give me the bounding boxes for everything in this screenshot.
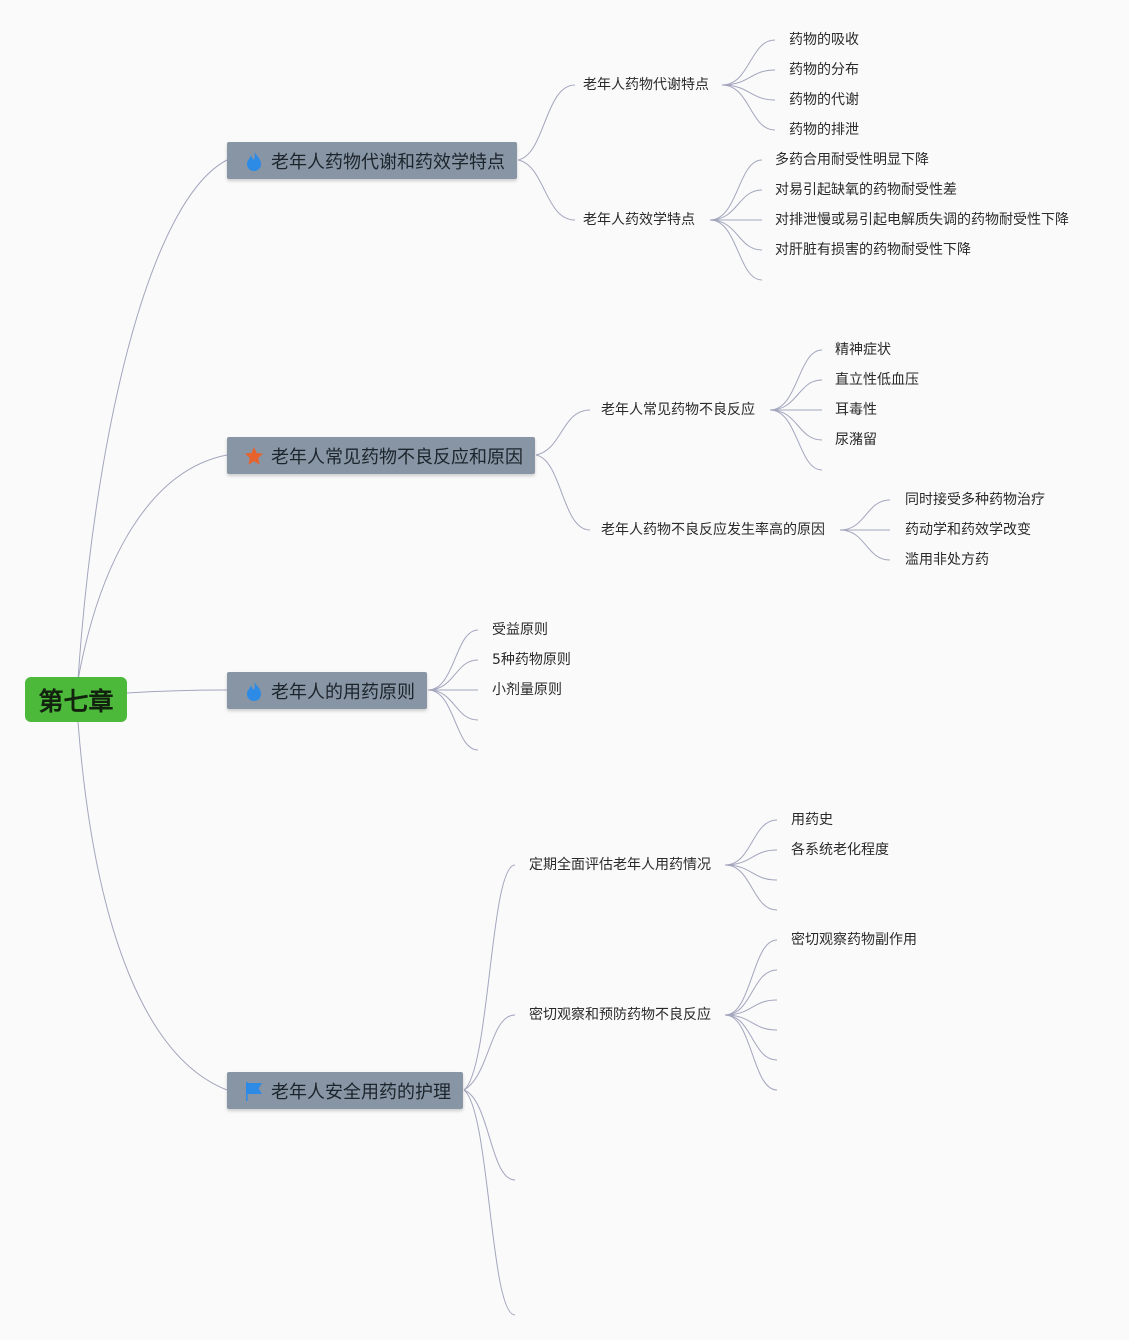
leaf-node[interactable]: 用药史 [791,812,833,828]
connector [724,819,778,866]
leaf-node[interactable]: 精神症状 [835,342,891,358]
connector [427,689,479,721]
connector [724,969,778,1016]
connector [77,159,228,681]
connector [709,219,763,251]
connector [77,721,228,1091]
connector [709,159,763,221]
root-node[interactable]: 第七章 [25,677,127,722]
connector [724,1014,778,1061]
leaf-node[interactable]: 同时接受多种药物治疗 [905,492,1045,508]
connector [724,1014,778,1031]
connector [463,1089,516,1316]
leaf-node[interactable]: 对易引起缺氧的药物耐受性差 [775,182,957,198]
leaf-node[interactable]: 各系统老化程度 [791,842,889,858]
connector [769,409,823,441]
connector [517,159,576,221]
branch-label: 老年人安全用药的护理 [271,1081,451,1103]
sub-node[interactable]: 老年人药物不良反应发生率高的原因 [601,522,825,538]
connector [463,864,516,1091]
leaf-node[interactable]: 密切观察药物副作用 [791,932,917,948]
leaf-node[interactable]: 药动学和药效学改变 [905,522,1031,538]
flag-icon [243,1080,265,1102]
connector [839,529,891,561]
connector [721,69,776,86]
connector [463,1089,516,1181]
leaf-node[interactable]: 直立性低血压 [835,372,919,388]
branch-node-safe-medication-care[interactable]: 老年人安全用药的护理 [227,1072,463,1109]
connector [463,1014,516,1091]
connector [724,864,778,911]
connector [721,84,776,131]
connector [724,939,778,1016]
flame-icon [243,680,265,702]
star-icon [243,445,265,467]
leaf-node[interactable]: 小剂量原则 [492,682,562,698]
connector [724,849,778,866]
connector [77,454,228,681]
leaf-node[interactable]: 耳毒性 [835,402,877,418]
sub-node[interactable]: 老年人常见药物不良反应 [601,402,755,418]
connector [535,409,591,456]
root-label: 第七章 [38,686,114,716]
connector [724,999,778,1016]
connector [427,659,479,691]
leaf-node[interactable]: 药物的吸收 [789,32,859,48]
leaf-node[interactable]: 5种药物原则 [492,652,571,668]
leaf-node[interactable]: 受益原则 [492,622,548,638]
leaf-node[interactable]: 多药合用耐受性明显下降 [775,152,929,168]
branch-label: 老年人药物代谢和药效学特点 [271,151,505,173]
connector [769,379,823,411]
branch-node-metabolism[interactable]: 老年人药物代谢和药效学特点 [227,142,517,179]
leaf-node[interactable]: 药物的代谢 [789,92,859,108]
connector [427,629,479,691]
leaf-node[interactable]: 对排泄慢或易引起电解质失调的药物耐受性下降 [775,212,1069,228]
leaf-node[interactable]: 药物的排泄 [789,122,859,138]
connector [535,454,591,531]
leaf-node[interactable]: 尿潴留 [835,432,877,448]
connector [769,349,823,411]
sub-node[interactable]: 密切观察和预防药物不良反应 [529,1007,711,1023]
connector [427,689,479,751]
sub-node[interactable]: 老年人药效学特点 [583,212,695,228]
leaf-node[interactable]: 对肝脏有损害的药物耐受性下降 [775,242,971,258]
connector [721,39,776,86]
branch-node-medication-principles[interactable]: 老年人的用药原则 [227,672,427,709]
connector [517,84,576,161]
branch-label: 老年人的用药原则 [271,681,415,703]
connector [721,84,776,101]
connector [709,189,763,221]
connector [839,499,891,531]
connector [769,409,823,471]
sub-node[interactable]: 老年人药物代谢特点 [583,77,709,93]
connector [724,1014,778,1091]
leaf-node[interactable]: 滥用非处方药 [905,552,989,568]
sub-node[interactable]: 定期全面评估老年人用药情况 [529,857,711,873]
connector [709,219,763,281]
flame-icon [243,150,265,172]
connector [126,689,228,694]
leaf-node[interactable]: 药物的分布 [789,62,859,78]
branch-label: 老年人常见药物不良反应和原因 [271,446,523,468]
connector [724,864,778,881]
branch-node-adverse-reactions[interactable]: 老年人常见药物不良反应和原因 [227,437,535,474]
